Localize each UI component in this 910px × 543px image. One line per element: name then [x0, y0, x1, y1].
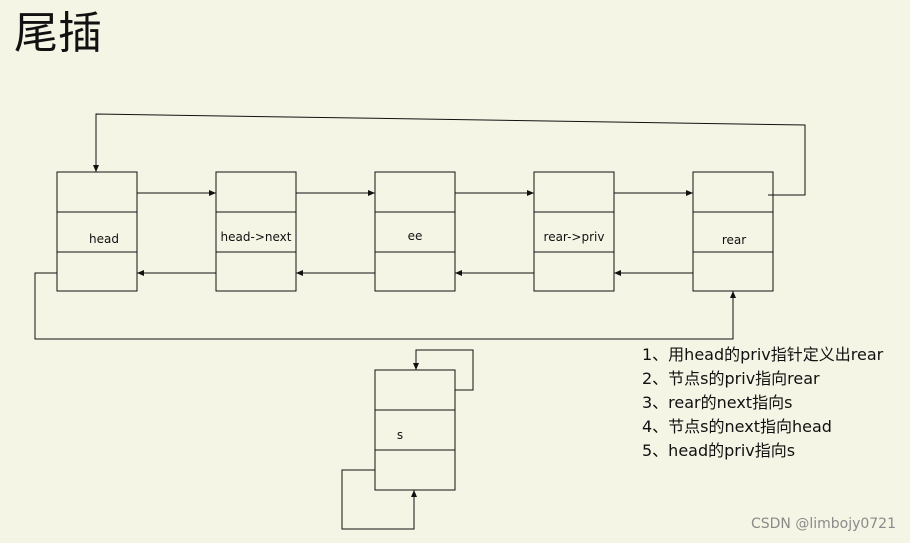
node-head-next-label: head->next [220, 230, 292, 244]
rear-next-to-head-arrow [93, 113, 806, 196]
step-item: 1、用head的priv指针定义出rear [642, 345, 884, 364]
node-s-label: s [396, 428, 404, 442]
step-item: 5、head的priv指向s [642, 441, 796, 460]
node-s-box [374, 369, 456, 491]
watermark: CSDN @limbojy0721 [750, 516, 896, 532]
node-head-label: head [89, 232, 119, 246]
step-item: 2、节点s的priv指向rear [642, 369, 820, 388]
node-ee-label: ee [407, 229, 423, 243]
s-next-self-loop-arrow [413, 349, 474, 391]
node-ee-box [374, 171, 456, 292]
step-item: 3、rear的next指向s [642, 393, 793, 412]
diagram-title: 尾插 [14, 8, 102, 59]
head-priv-to-rear-arrow [34, 272, 736, 340]
node-head-next-box [215, 171, 297, 292]
node-rear-priv-label: rear->priv [543, 230, 605, 244]
steps-list: 1、用head的priv指针定义出rear 2、节点s的priv指向rear 3… [642, 343, 883, 463]
s-priv-self-loop-arrow [341, 469, 417, 530]
node-head-box [56, 171, 138, 292]
step-item: 4、节点s的next指向head [642, 417, 832, 436]
node-rear-label: rear [721, 233, 747, 247]
node-rear-box [692, 171, 774, 292]
node-rear-priv-box [533, 171, 615, 292]
